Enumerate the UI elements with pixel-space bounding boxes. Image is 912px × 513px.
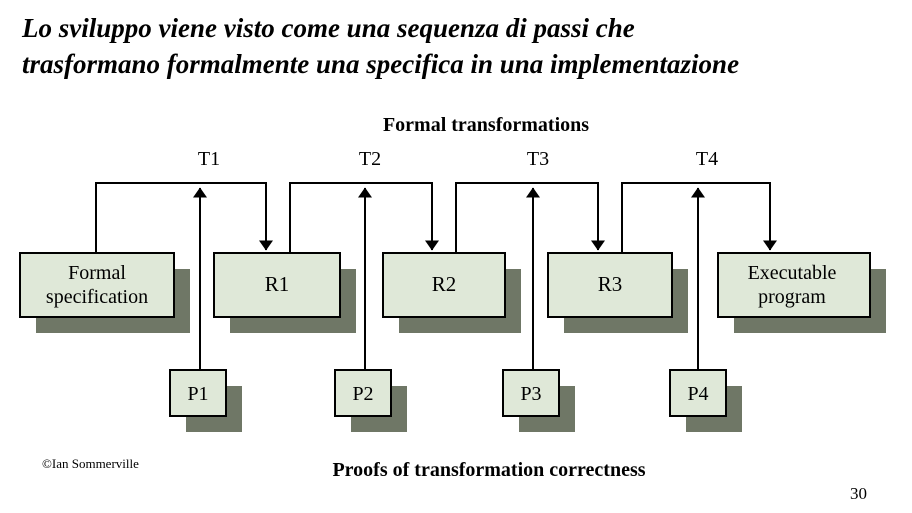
stage-r1: R1 [213,252,356,333]
proofs-label: Proofs of transformation correctness [332,459,645,481]
proof-p3: P3 [502,369,575,432]
page-number: 30 [850,484,867,503]
slide-title-line-2: trasformano formalmente una specifica in… [22,49,740,79]
transformation-arrow-t1 [95,182,273,253]
proof-p1-label: P1 [187,383,208,405]
slide-title: Lo sviluppo viene visto come una sequenz… [22,10,902,82]
stage-r1-label: R1 [265,272,290,296]
proof-p4-label: P4 [687,383,708,405]
proof-p2-label: P2 [352,383,373,405]
stage-formal-specification: Formal specification [19,252,190,333]
stage-r2-label: R2 [432,272,457,296]
proof-p4: P4 [669,369,742,432]
proof-p2: P2 [334,369,407,432]
transformation-label-t4: T4 [696,148,718,170]
proof-p1: P1 [169,369,242,432]
formal-transformations-label: Formal transformations [383,114,589,136]
slide-title-line-1: Lo sviluppo viene visto come una sequenz… [22,13,635,43]
stage-executable-program-line-2: program [758,286,826,308]
stage-r3-label: R3 [598,272,623,296]
stage-r2: R2 [382,252,521,333]
transformation-arrows [95,182,777,253]
copyright-notice: ©Ian Sommerville [42,456,139,471]
transformation-arrow-t3 [455,182,605,253]
stage-executable-program: Executable program [717,252,886,333]
transformation-label-t2: T2 [359,148,381,170]
proof-p3-label: P3 [520,383,541,405]
transformation-arrow-t4 [621,182,777,253]
stage-executable-program-line-1: Executable [748,262,837,284]
transformation-label-t1: T1 [198,148,220,170]
stage-formal-specification-line-1: Formal [68,262,126,284]
stage-formal-specification-line-2: specification [46,286,148,308]
stage-r3: R3 [547,252,688,333]
transformation-arrow-t2 [289,182,439,253]
proof-arrows [193,187,705,370]
transformation-label-t3: T3 [527,148,549,170]
